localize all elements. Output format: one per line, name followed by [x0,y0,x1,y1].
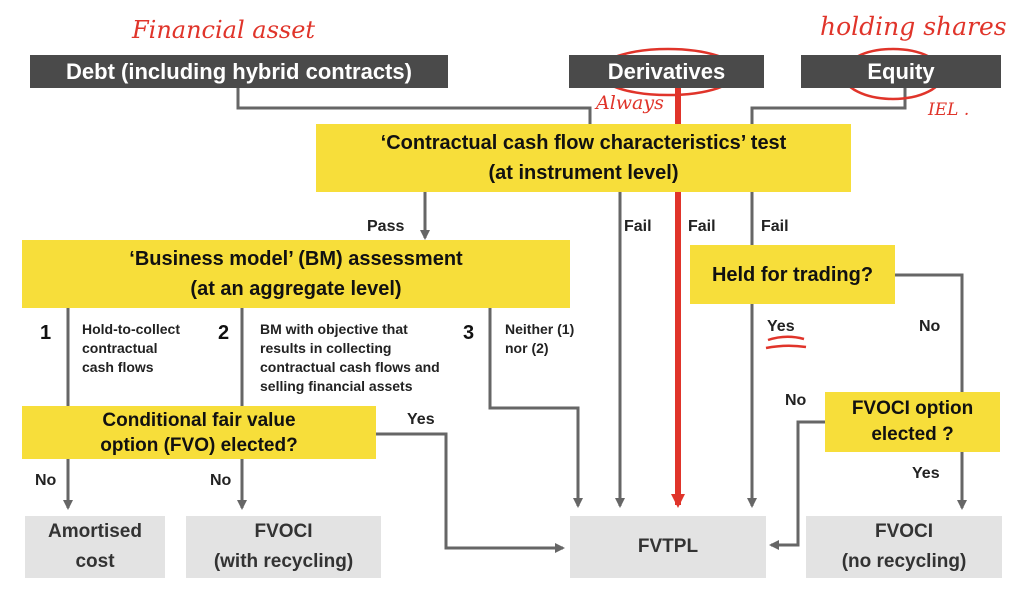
outcome-fvoci-no-recycling-line1: FVOCI [874,521,934,542]
source-derivatives: Derivatives [569,55,764,88]
outcome-fvoci-no-recycling-line2: (no recycling) [841,551,967,572]
connector-equity-down [750,88,907,124]
bm-desc-1: Hold-to-collect contractual cash flows [82,320,180,377]
ccfc-test-box: ‘Contractual cash flow characteristics’ … [316,124,851,192]
edge-label-no-hft: No [919,318,941,335]
source-debt: Debt (including hybrid contracts) [30,55,448,88]
fvo-box: Conditional fair value option (FVO) elec… [22,406,376,459]
connector-fvoci-no [769,420,825,550]
bm-desc-1-line1: Hold-to-collect [82,321,180,337]
edge-label-yes-hft: Yes [767,318,795,335]
bm-number-2: 2 [218,322,230,344]
fvoci-option-line1: FVOCI option [851,398,974,419]
annotation-always: Always [596,92,664,114]
edge-label-yes-fvo: Yes [407,411,435,428]
outcome-fvoci-recycling-line2: (with recycling) [213,551,354,572]
fvoci-option-line2: elected ? [871,424,954,445]
bm-desc-2-line2: results in collecting [260,340,392,356]
bm-desc-2-line4: selling financial assets [260,378,413,394]
connector-debt-to-test [236,88,592,124]
connector-fvo-yes [376,432,565,553]
annotation-underline-yes [765,335,807,350]
edge-label-no-fvo-1: No [35,472,57,489]
bm-assessment-line1: ‘Business model’ (BM) assessment [129,248,463,270]
source-debt-label: Debt (including hybrid contracts) [66,58,412,84]
fvoci-option-box: FVOCI option elected ? [825,392,1000,452]
ccfc-test-line2: (at instrument level) [488,162,679,184]
bm-number-3: 3 [463,322,475,344]
connector-bm3 [488,308,583,508]
source-derivatives-label: Derivatives [607,58,726,84]
edge-label-fail-1: Fail [624,218,652,235]
annotation-iel: IEL . [928,100,970,120]
bm-desc-1-line2: contractual [82,340,158,356]
held-for-trading-label: Held for trading? [711,263,874,286]
outcome-fvoci-recycling-line1: FVOCI [254,521,313,542]
outcome-amortised-line1: Amortised [48,521,142,542]
fvo-line1: Conditional fair value [102,409,296,431]
fvo-line2: option (FVO) elected? [100,434,298,456]
edge-label-no-fvo-2: No [210,472,232,489]
bm-desc-3-line2: nor (2) [505,340,549,356]
edge-label-pass: Pass [367,218,405,235]
outcome-amortised-cost: Amortised cost [25,516,165,578]
bm-assessment-box: ‘Business model’ (BM) assessment (at an … [22,240,570,308]
source-equity-label: Equity [867,58,935,84]
ccfc-test-line1: ‘Contractual cash flow characteristics’ … [380,132,787,154]
outcome-amortised-line2: cost [75,551,115,572]
bm-desc-2: BM with objective that results in collec… [260,320,440,396]
source-equity: Equity [801,55,1001,88]
outcome-fvoci-no-recycling: FVOCI (no recycling) [806,516,1002,578]
outcome-fvoci-recycling: FVOCI (with recycling) [186,516,381,578]
edge-label-fail-3: Fail [761,218,789,235]
bm-assessment-line2: (at an aggregate level) [190,278,402,300]
bm-number-1: 1 [40,322,52,344]
outcome-fvtpl-label: FVTPL [637,536,699,557]
bm-desc-3-line1: Neither (1) [505,321,575,337]
bm-desc-3: Neither (1) nor (2) [505,320,574,358]
outcome-fvtpl: FVTPL [570,516,766,578]
annotation-financial-asset: Financial asset [132,16,316,44]
connector-hft-no [895,273,964,392]
bm-desc-2-line3: contractual cash flows and [260,359,440,375]
edge-label-no-fvoci: No [785,392,807,409]
edge-label-yes-fvoci: Yes [912,465,940,482]
edge-label-fail-2: Fail [688,218,716,235]
annotation-holding-shares: holding shares [820,12,1007,41]
held-for-trading-box: Held for trading? [690,245,895,304]
bm-desc-1-line3: cash flows [82,359,154,375]
bm-desc-2-line1: BM with objective that [260,321,408,337]
